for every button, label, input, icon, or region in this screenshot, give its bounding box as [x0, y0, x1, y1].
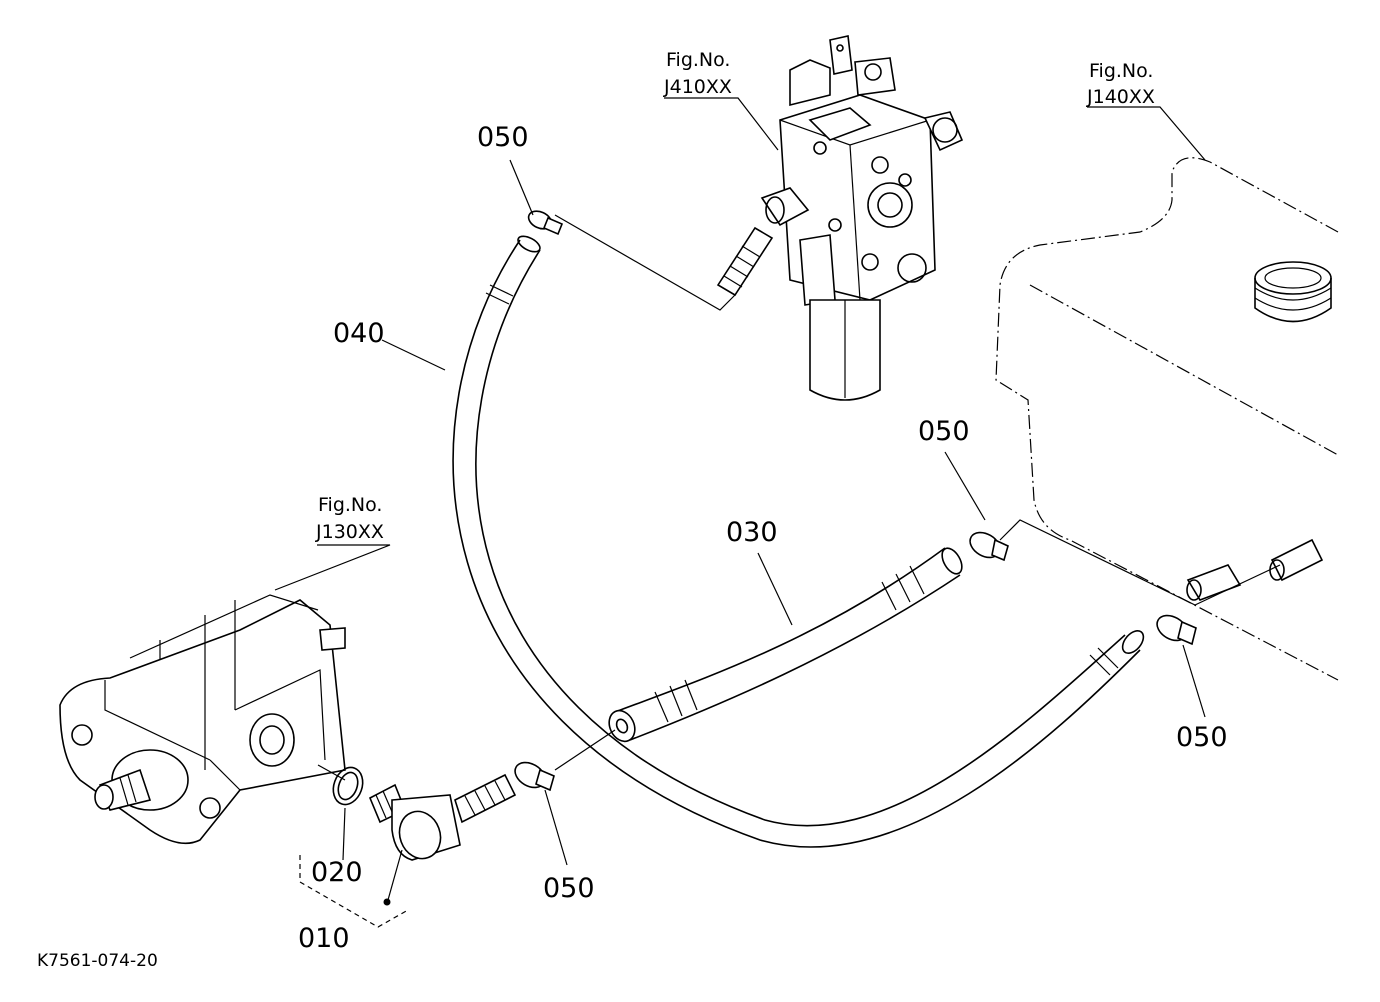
alignment-lines — [317, 214, 1281, 781]
control-valve — [716, 35, 964, 401]
fig-ref-valve-label: Fig.No. — [666, 49, 730, 71]
fig-ref-pump: Fig.No. J130XX — [315, 494, 384, 543]
fig-ref-pump-code: J130XX — [315, 521, 384, 543]
part-label-050-right: 050 — [918, 416, 970, 447]
hose-030 — [608, 547, 963, 743]
part-label-050-bottom: 050 — [543, 873, 595, 904]
part-label-050-top: 050 — [477, 122, 529, 153]
o-ring-020 — [332, 766, 364, 806]
tank-cap — [1254, 261, 1332, 323]
clamp-050-top — [527, 210, 564, 236]
part-label-040: 040 — [333, 318, 385, 349]
clamp-050-lowright — [1156, 614, 1197, 646]
leader-lines — [274, 97, 1206, 928]
part-label-020: 020 — [311, 857, 363, 888]
hydraulic-pump — [59, 594, 346, 845]
fig-ref-tank-label: Fig.No. — [1089, 60, 1153, 82]
tank-port-1 — [1186, 564, 1242, 601]
fig-ref-valve: Fig.No. J410XX — [663, 49, 732, 98]
clamp-050-right — [969, 531, 1009, 562]
fig-ref-valve-code: J410XX — [663, 76, 732, 98]
drawing-code: K7561-074-20 — [37, 951, 158, 971]
tank-port-2 — [1269, 538, 1324, 582]
fig-ref-tank: Fig.No. J140XX — [1086, 60, 1155, 108]
hose-040 — [452, 235, 1145, 848]
part-label-030: 030 — [726, 517, 778, 548]
part-label-050-lowright: 050 — [1176, 722, 1228, 753]
tank-outline — [995, 157, 1339, 681]
fig-ref-tank-code: J140XX — [1086, 86, 1155, 108]
part-label-010: 010 — [298, 923, 350, 954]
elbow-fitting-010 — [368, 773, 517, 861]
fig-ref-pump-label: Fig.No. — [318, 494, 382, 516]
clamp-050-bottom — [514, 761, 555, 792]
valve-hose-nipple — [716, 226, 774, 297]
